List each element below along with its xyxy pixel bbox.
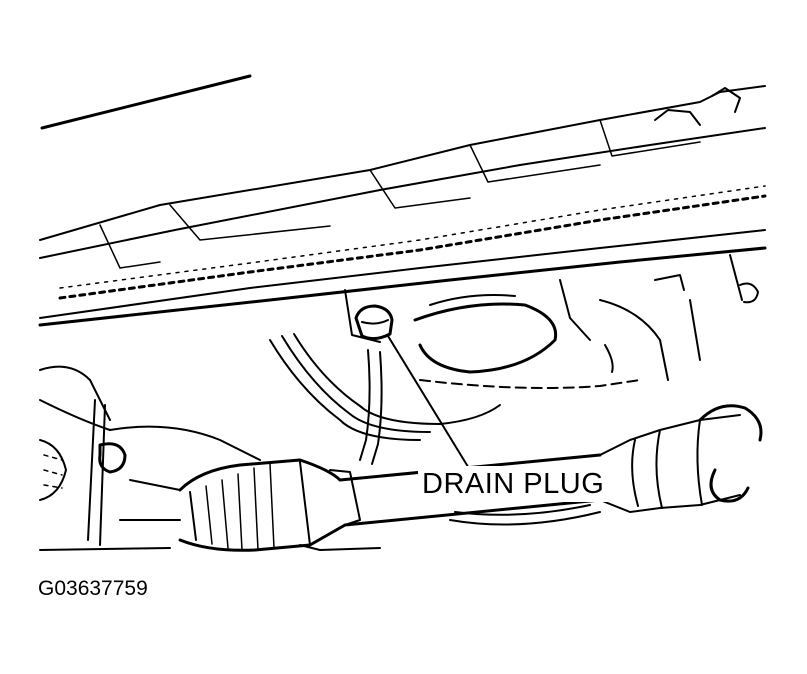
oil-pan [345,280,668,388]
drain-plug-label: DRAIN PLUG [418,466,609,502]
drain-plug [356,306,392,339]
drain-plug-leader-line [388,336,470,470]
lines-bundle [270,334,500,464]
left-suspension [40,367,380,550]
transmission-case [40,86,765,325]
driveshaft [180,406,761,551]
figure-id: G03637759 [38,577,148,600]
upper-frame-line [42,76,250,128]
right-bracket [655,255,758,360]
